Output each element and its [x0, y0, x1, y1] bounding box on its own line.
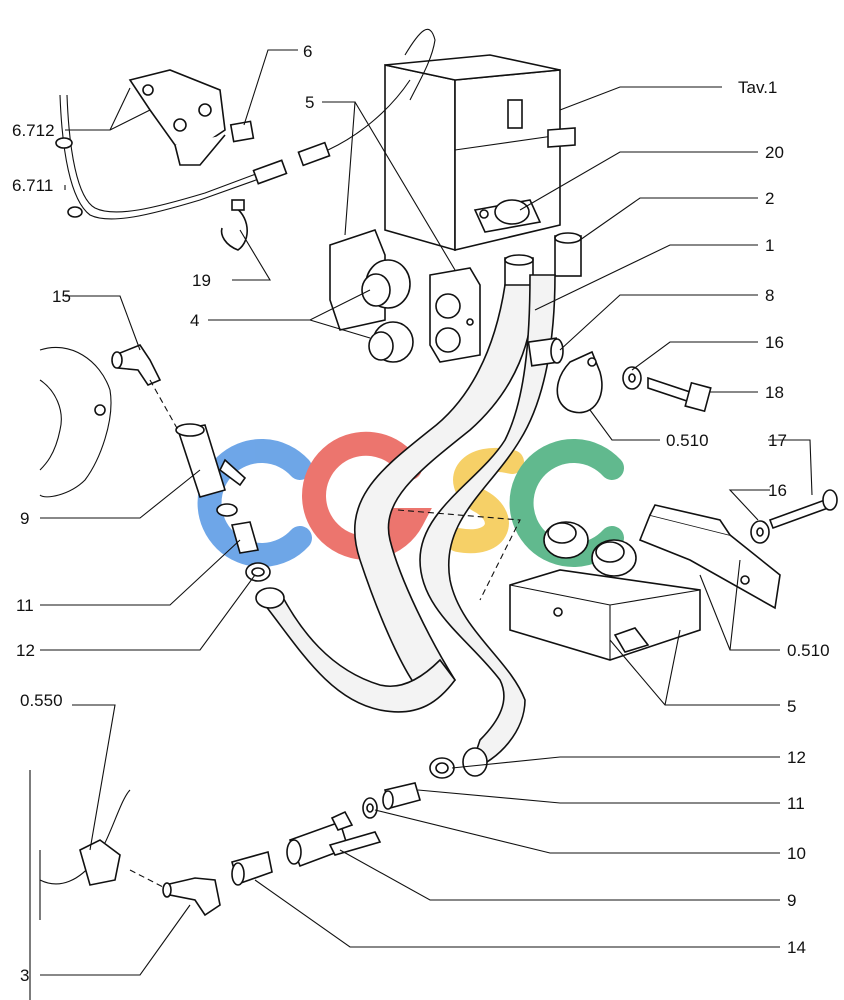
- bolt-17: [768, 489, 838, 530]
- drain-valve-9-left: [175, 423, 247, 498]
- callout-11-right: 11: [787, 794, 805, 813]
- callout-20: 20: [765, 143, 784, 162]
- callout-8: 8: [765, 286, 774, 305]
- callout-9-left: 9: [20, 509, 29, 528]
- bracket-0-510-right: [638, 504, 781, 610]
- callout-tav1: Tav.1: [738, 78, 777, 97]
- callout-1: 1: [765, 236, 774, 255]
- leader-lines: [40, 49, 813, 976]
- clip-12-left: [245, 562, 271, 582]
- callout-5-top: 5: [305, 93, 314, 112]
- callout-17: 17: [768, 431, 787, 450]
- callout-4: 4: [190, 311, 199, 330]
- connector-6: [229, 120, 255, 143]
- callout-labels: 6 6.712 6.711 5 Tav.1 20 2 1 8 19 15 4 1…: [12, 42, 830, 985]
- tank-assembly: [384, 28, 576, 252]
- callout-14: 14: [787, 938, 806, 957]
- callout-6-711: 6.711: [12, 176, 53, 195]
- drain-valve-9-bottom: [286, 810, 382, 868]
- callout-3: 3: [20, 966, 29, 985]
- callout-2: 2: [765, 189, 774, 208]
- fitting-11-bottom: [382, 782, 421, 810]
- fitting-14: [231, 850, 273, 886]
- callout-6: 6: [303, 42, 312, 61]
- main-hoses: [255, 274, 556, 777]
- callout-0-510-right: 0.510: [787, 641, 830, 660]
- assembly-axes: [129, 379, 521, 889]
- callout-19: 19: [192, 271, 211, 290]
- support-block-5-right: [509, 521, 701, 661]
- washer-16-top: [622, 366, 642, 390]
- callout-15: 15: [52, 287, 71, 306]
- callout-18: 18: [765, 383, 784, 402]
- fitting-11-left: [216, 503, 260, 554]
- clip-12-bottom: [429, 757, 455, 779]
- callout-5-right: 5: [787, 697, 796, 716]
- callout-0-550: 0.550: [20, 691, 63, 710]
- pipe-2-stub: [554, 232, 582, 277]
- elbow-fitting-15: [111, 344, 162, 386]
- bolt-18: [647, 376, 712, 413]
- support-block-5-top: [429, 267, 481, 363]
- bracket-6-712: [128, 69, 226, 166]
- grommet-4: [329, 229, 414, 363]
- callout-16-mid: 16: [768, 481, 787, 500]
- elbow-fitting-3: [162, 877, 221, 917]
- callout-6-712: 6.712: [12, 121, 55, 140]
- callout-11-left: 11: [16, 596, 34, 615]
- callout-9-right: 9: [787, 891, 796, 910]
- callout-0-510-top: 0.510: [666, 431, 709, 450]
- callout-10: 10: [787, 844, 806, 863]
- cable-tie-19: [220, 199, 248, 251]
- pipe-1-stub: [504, 254, 534, 289]
- callout-16-top: 16: [765, 333, 784, 352]
- washer-10: [362, 797, 378, 819]
- clamp-0-510-top: [556, 350, 603, 414]
- callout-12-left: 12: [16, 641, 35, 660]
- engine-left: [29, 346, 131, 1000]
- spacer-8: [527, 337, 564, 367]
- wiring-harness: [55, 79, 411, 220]
- washer-16-mid: [750, 520, 770, 544]
- callout-12-right: 12: [787, 748, 806, 767]
